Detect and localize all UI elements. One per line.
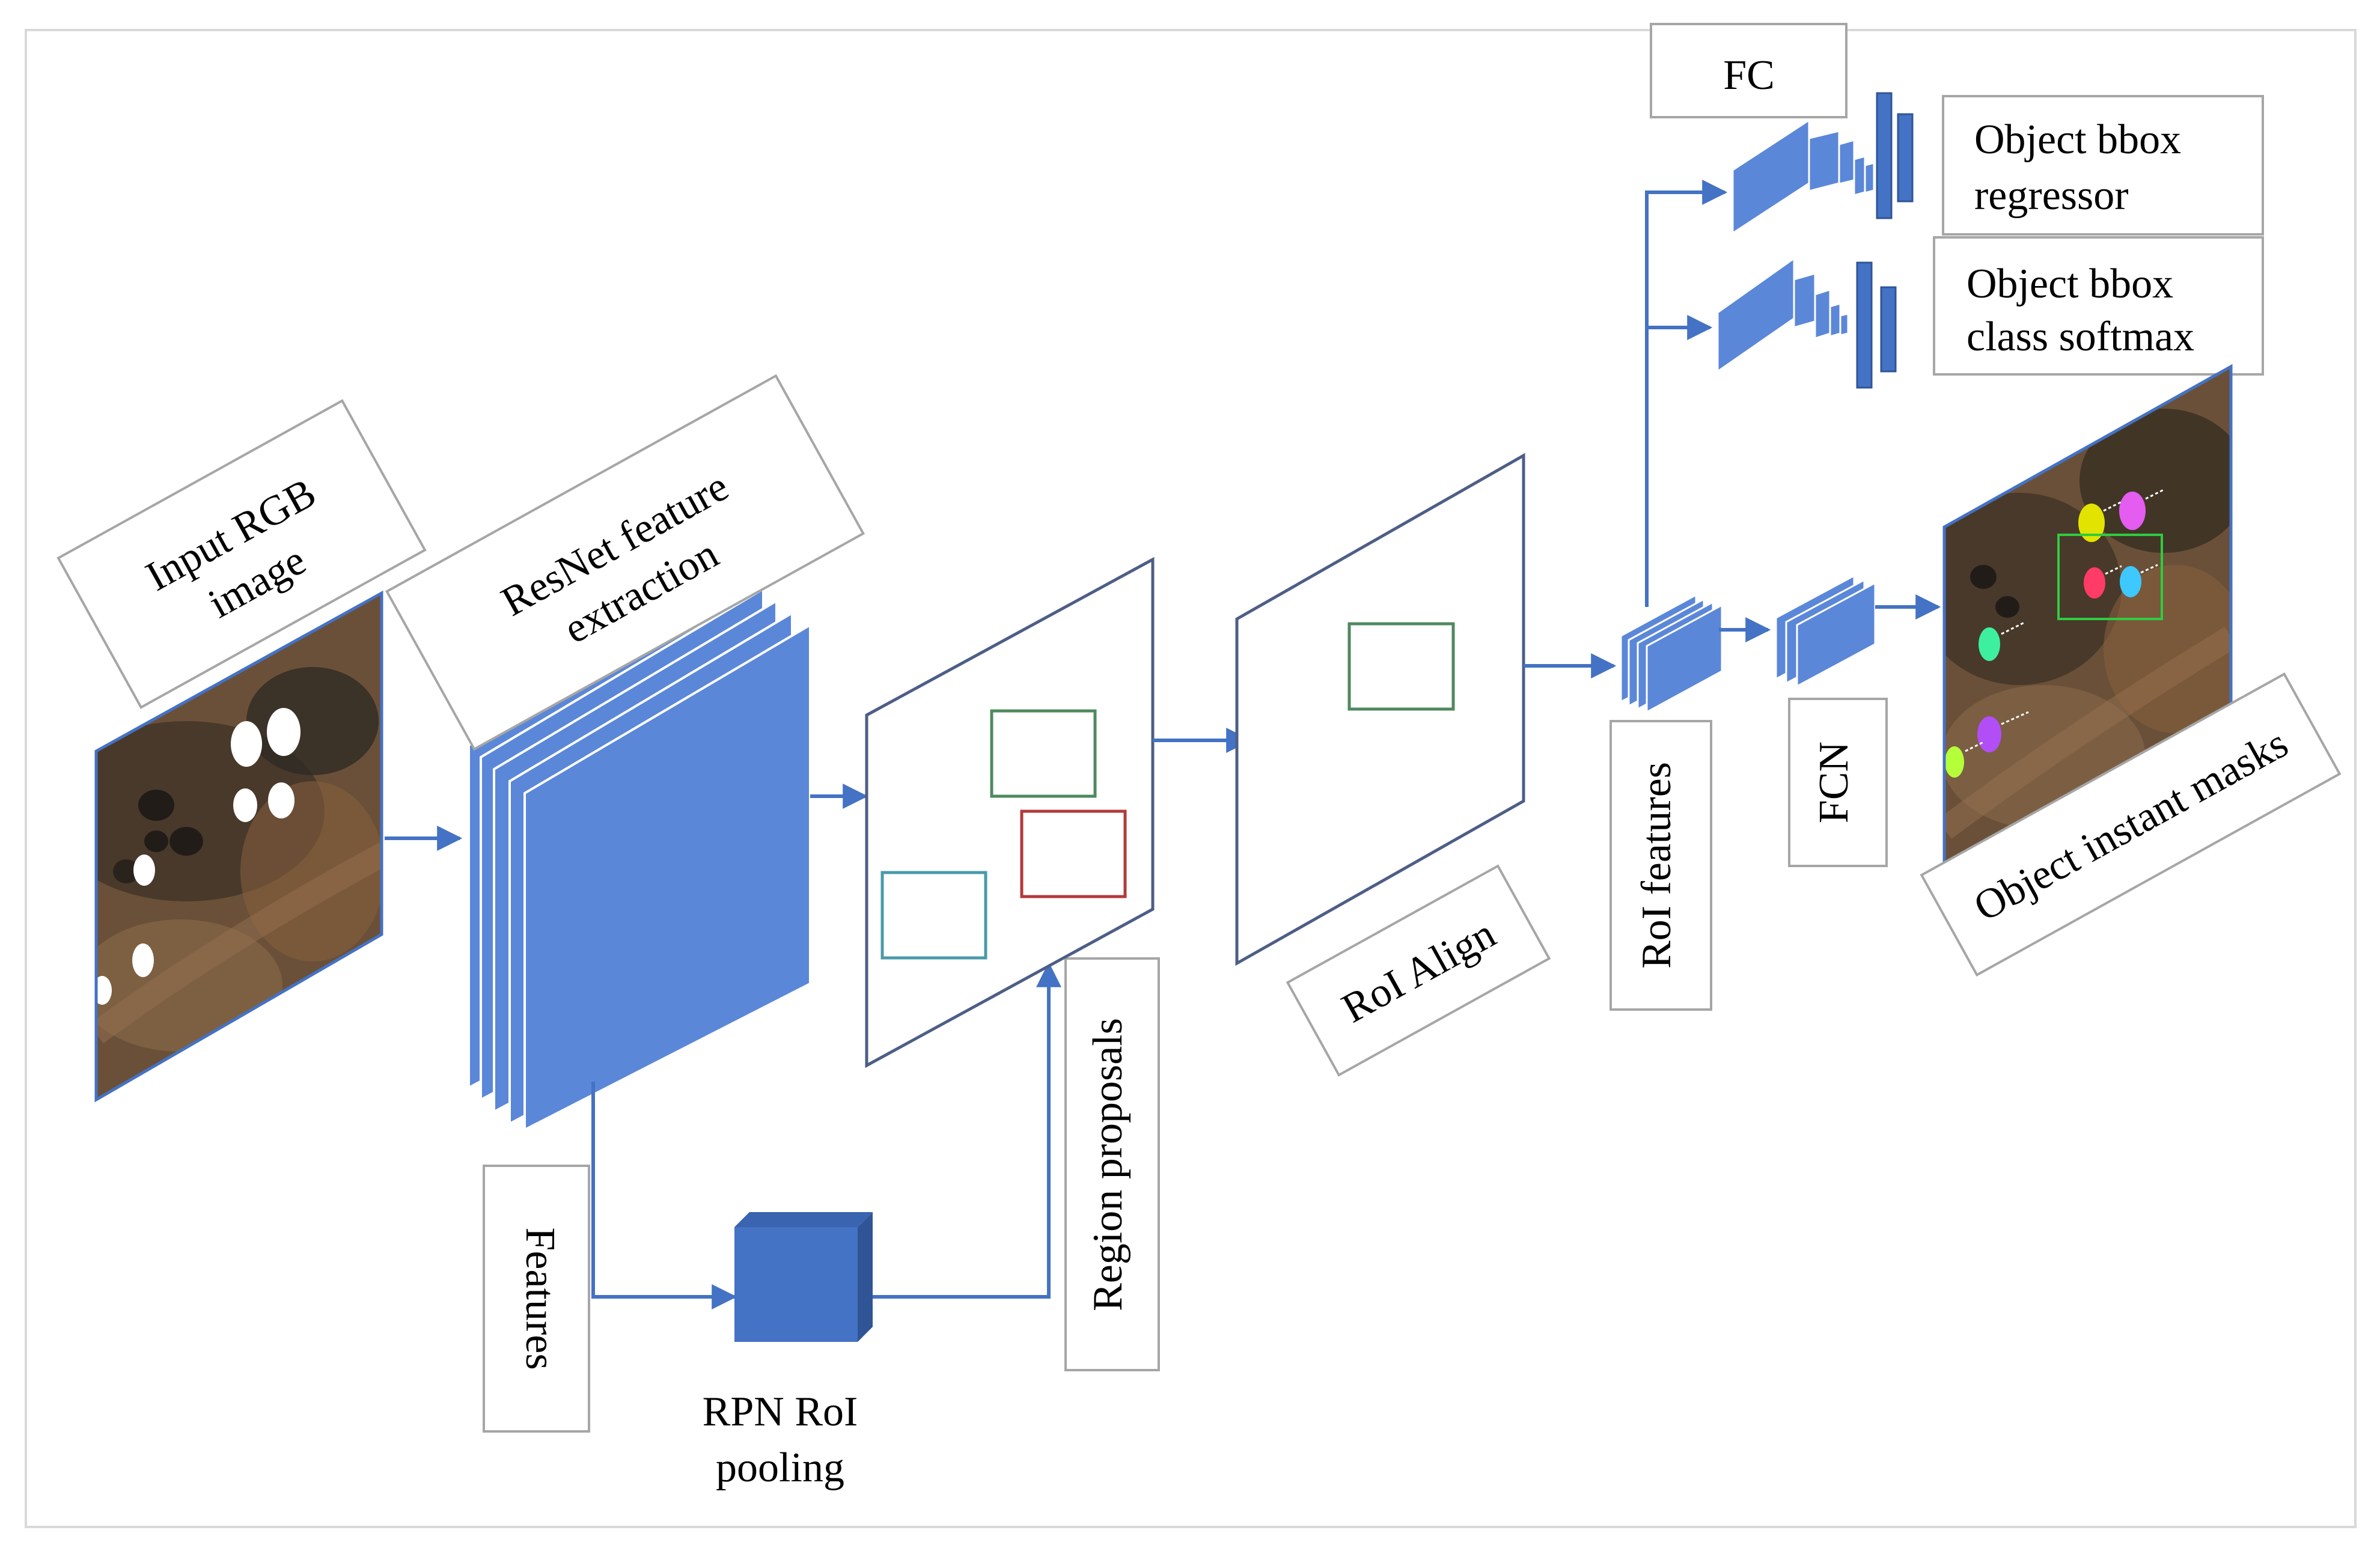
rpn-label-line1: RPN RoI	[703, 1389, 858, 1435]
proposal-box-teal	[880, 871, 987, 960]
bbox-regressor-line2: regressor	[1974, 172, 2129, 219]
svg-text:RoI features: RoI features	[1634, 762, 1680, 969]
rpn-cube-icon	[734, 1212, 873, 1342]
roi-features-stack	[1620, 593, 1723, 714]
roi-features-label: RoI features	[1610, 720, 1712, 1011]
fc-label: FC	[1650, 23, 1848, 118]
fc-output-bar-2	[1897, 113, 1914, 203]
fc-layers-regressor	[1732, 92, 1914, 235]
svg-text:Region proposals: Region proposals	[1085, 1018, 1131, 1311]
fcn-stack	[1775, 574, 1876, 688]
bbox-class-label: Object bbox class softmax	[1933, 236, 2264, 376]
output-detection-box	[2057, 534, 2163, 620]
svg-text:FCN: FCN	[1811, 742, 1857, 823]
region-proposals-label: Region proposals	[1064, 957, 1160, 1371]
proposal-box-green	[990, 709, 1097, 798]
arrow-features-to-rpn	[591, 1082, 737, 1309]
arrow-roifeatures-to-fc1	[1645, 180, 1728, 607]
roi-align-box	[1347, 622, 1455, 711]
bbox-class-line1: Object bbox	[1967, 261, 2173, 307]
resnet-feature-stack	[468, 574, 811, 1132]
bbox-regressor-label: Object bbox regressor	[1942, 95, 2264, 236]
fc-output-bar-4	[1880, 286, 1897, 373]
roi-align-plane	[1235, 453, 1525, 966]
fc-layers-classifier	[1716, 257, 1897, 389]
bbox-class-line2: class softmax	[1967, 314, 2194, 360]
region-proposals-plane	[865, 556, 1155, 1068]
fcn-label: FCN	[1788, 698, 1888, 867]
arrow-rpn-to-proposals	[873, 961, 1061, 1299]
figure-frame	[25, 29, 2357, 1528]
svg-text:Features: Features	[517, 1227, 563, 1370]
bbox-regressor-line1: Object bbox	[1974, 117, 2181, 163]
output-image	[1942, 364, 2233, 876]
proposal-box-red	[1020, 809, 1127, 898]
fc-output-bar-3	[1856, 261, 1873, 389]
input-image	[94, 590, 383, 1103]
fc-output-bar-1	[1876, 92, 1893, 219]
rpn-label-line2: pooling	[716, 1445, 844, 1491]
svg-text:FC: FC	[1723, 52, 1775, 99]
features-label: Features	[483, 1165, 590, 1433]
